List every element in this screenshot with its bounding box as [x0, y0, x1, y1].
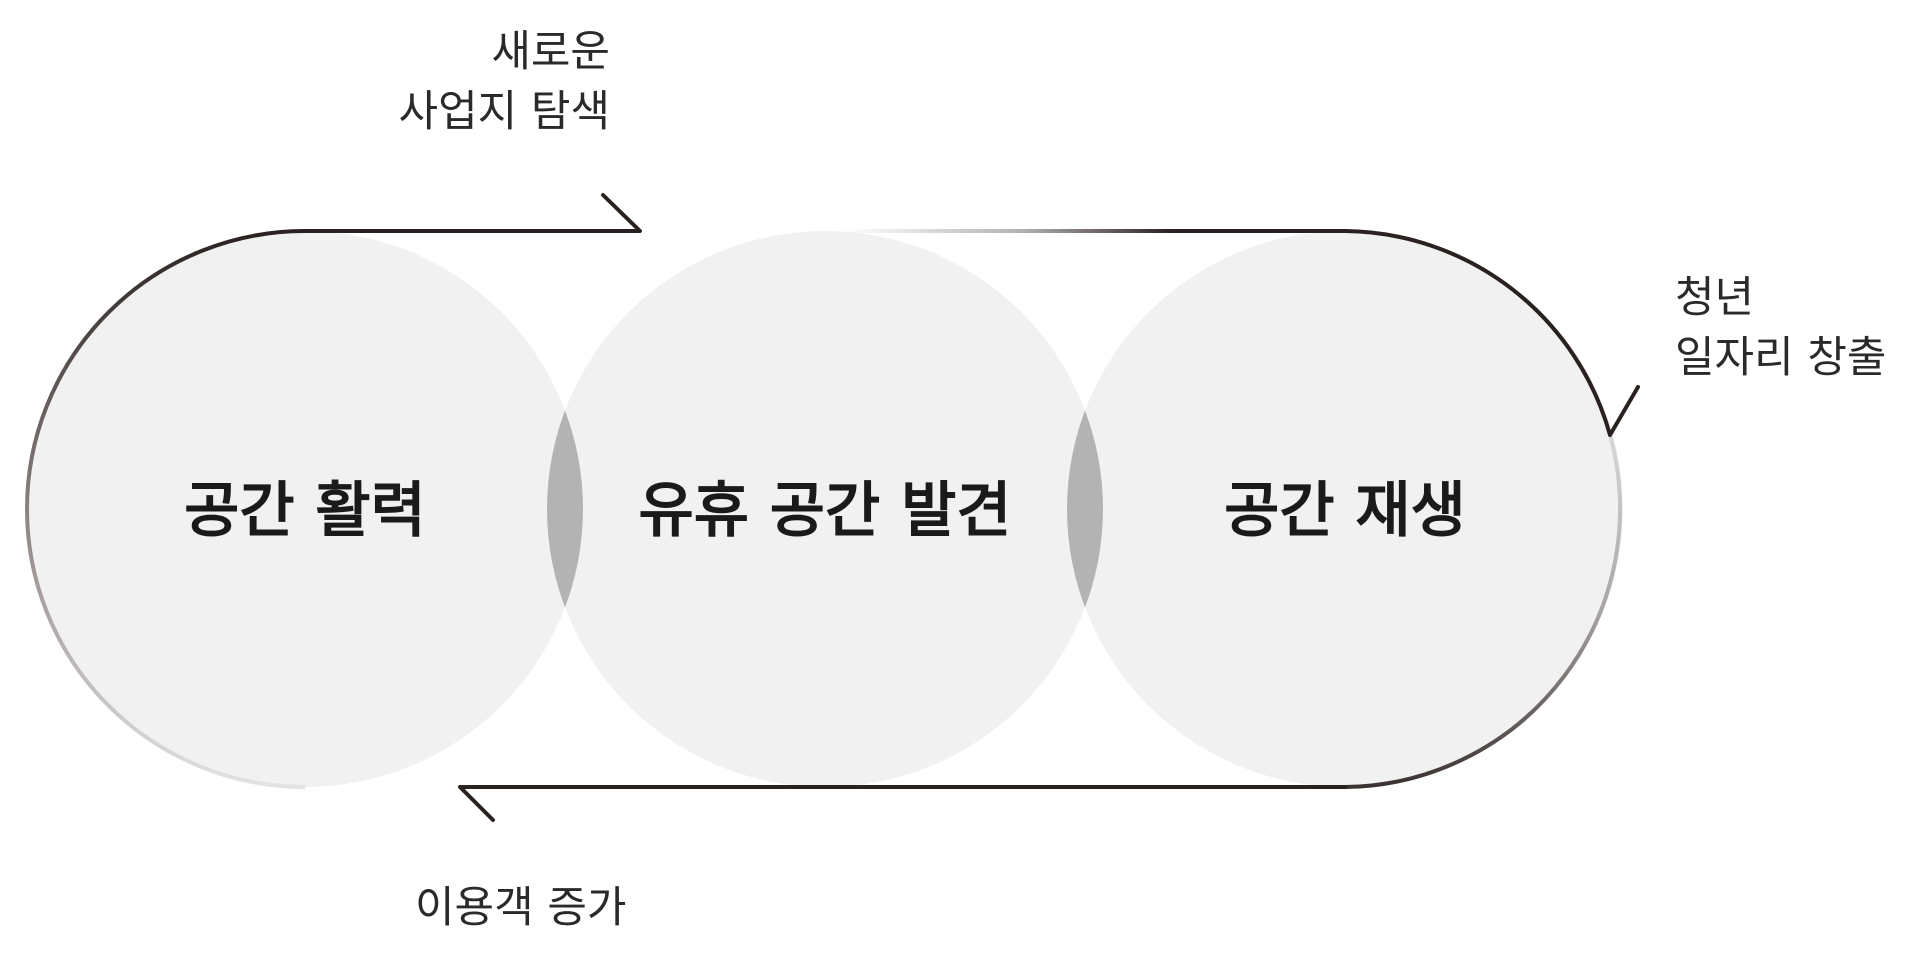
loop-right-arc-upper — [1344, 229, 1612, 436]
outcome-visitor-increase: 이용객 증가 — [415, 878, 626, 938]
loop-top-right-segment — [845, 229, 1347, 233]
circle-space-regeneration — [1067, 231, 1623, 787]
circle-label-space-regeneration: 공간 재생 — [1224, 476, 1466, 546]
circle-space-vitality — [27, 231, 583, 787]
outcome-top-line-2: 사업지 탐색 — [398, 87, 610, 137]
outcome-new-business-site: 새로운 사업지 탐색 — [350, 22, 610, 142]
outcome-youth-jobs: 청년 일자리 창출 — [1675, 268, 1886, 388]
outcome-bottom-line-1: 이용객 증가 — [415, 883, 627, 933]
loop-bottom-arrowhead — [458, 785, 495, 822]
outcome-right-line-1: 청년 — [1675, 273, 1755, 323]
outcome-top-line-1: 새로운 — [491, 27, 610, 77]
loop-right-arrowhead — [1608, 385, 1640, 437]
loop-top-arrowhead — [601, 193, 642, 233]
circle-label-space-vitality: 공간 활력 — [184, 476, 426, 546]
outcome-right-line-2: 일자리 창출 — [1675, 333, 1887, 383]
loop-right-arc-lower — [1344, 434, 1622, 789]
circle-label-idle-space-discovery: 유휴 공간 발견 — [639, 476, 1012, 546]
circle-idle-space-discovery — [547, 231, 1103, 787]
loop-left-arc — [25, 229, 306, 789]
